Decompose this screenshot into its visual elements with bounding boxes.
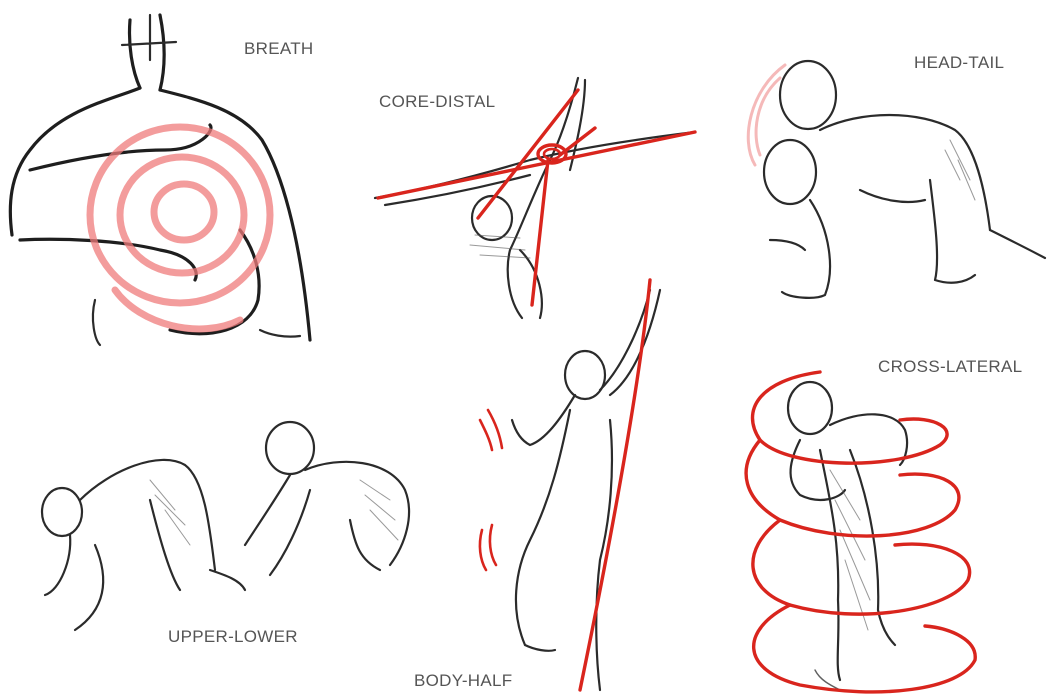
- label-upper-lower: UPPER-LOWER: [168, 627, 298, 647]
- upper-lower-figure: [42, 422, 409, 630]
- head-tail-figure: [748, 61, 1045, 298]
- label-body-half: BODY-HALF: [414, 671, 512, 691]
- label-breath: BREATH: [244, 39, 314, 59]
- cross-lateral-figure: [746, 372, 975, 692]
- core-distal-figure: [375, 78, 695, 318]
- breath-figure: [10, 15, 310, 345]
- label-cross-lateral: CROSS-LATERAL: [878, 357, 1022, 377]
- label-core-distal: CORE-DISTAL: [379, 92, 495, 112]
- body-half-figure: [480, 280, 660, 690]
- label-head-tail: HEAD-TAIL: [914, 53, 1004, 73]
